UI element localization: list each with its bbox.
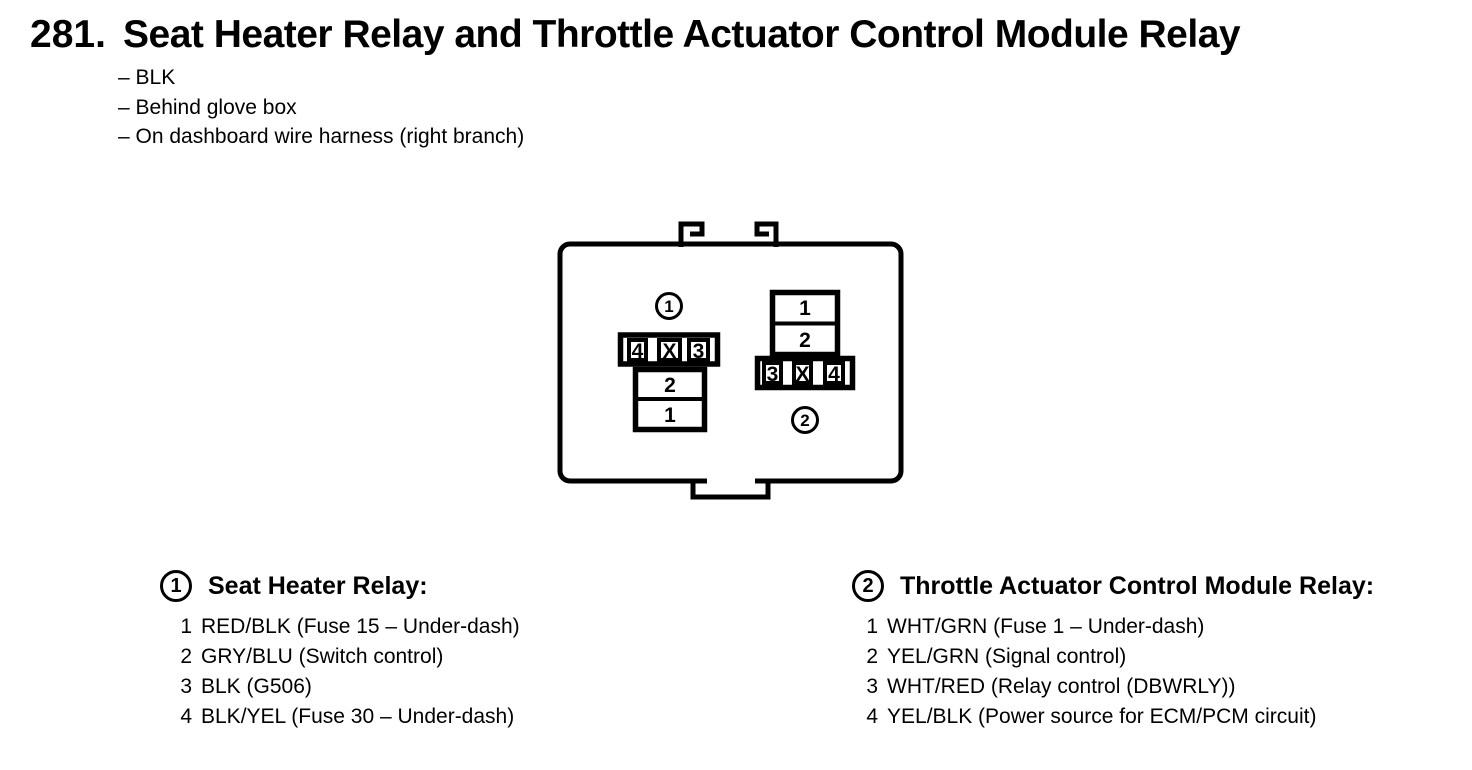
pin-number: 4 [180, 705, 192, 728]
connector1-pin4-cell [627, 338, 648, 362]
legend-item: 1 RED/BLK (Fuse 15 – Under-dash) [178, 612, 520, 642]
connector-diagram: 1 4 X 3 2 1 1 2 3 X 4 2 [557, 221, 904, 500]
pin-description: YEL/GRN (Signal control) [887, 645, 1127, 668]
pin-description: WHT/GRN (Fuse 1 – Under-dash) [887, 615, 1205, 638]
connector2-marker-label: 2 [800, 411, 809, 430]
pin-description: BLK/YEL (Fuse 30 – Under-dash) [201, 705, 515, 728]
mount-tab-bottom-gap [707, 475, 755, 487]
location-note: – On dashboard wire harness (right branc… [118, 125, 525, 148]
connector1-pin1-label: 1 [664, 404, 676, 427]
location-note: – BLK [118, 66, 176, 89]
connector2-pin2-label: 2 [799, 329, 811, 352]
pin-number: 1 [866, 615, 878, 638]
legend-title: Seat Heater Relay: [208, 571, 428, 600]
legend-item: 1 WHT/GRN (Fuse 1 – Under-dash) [864, 612, 1374, 642]
connector1-pin3-label: 3 [693, 340, 705, 363]
legend-item: 2 GRY/BLU (Switch control) [178, 642, 520, 672]
mount-tab-top-left [678, 221, 705, 247]
legend-items: 1 WHT/GRN (Fuse 1 – Under-dash) 2 YEL/GR… [864, 612, 1374, 732]
legend-item: 2 YEL/GRN (Signal control) [864, 642, 1374, 672]
connector1-pin2-label: 2 [664, 374, 676, 397]
location-note: – Behind glove box [118, 95, 297, 119]
connector1-marker-circle [655, 292, 683, 320]
connector1-pinX-cell [657, 338, 682, 362]
location-notes: – BLK – Behind glove box – On dashboard … [118, 63, 524, 152]
legend-seat-heater-relay: 1 Seat Heater Relay: 1 RED/BLK (Fuse 15 … [160, 570, 520, 732]
section-number: 281. [30, 13, 106, 56]
pin-description: GRY/BLU (Switch control) [201, 645, 444, 668]
connector1-pin3-cell [687, 338, 710, 362]
connector2-pinX-cell [792, 361, 813, 385]
pin-description: RED/BLK (Fuse 15 – Under-dash) [201, 615, 520, 638]
legend-item: 4 BLK/YEL (Fuse 30 – Under-dash) [178, 702, 520, 732]
legend-items: 1 RED/BLK (Fuse 15 – Under-dash) 2 GRY/B… [178, 612, 520, 732]
connector2-pin3-cell [762, 361, 783, 385]
legend-marker-2: 2 [852, 570, 884, 602]
legend-header: 1 Seat Heater Relay: [160, 570, 520, 602]
mount-tab-bottom [690, 480, 771, 500]
connector1-pinX-label: X [662, 340, 676, 363]
pin-number: 1 [180, 615, 192, 638]
pin-description: YEL/BLK (Power source for ECM/PCM circui… [887, 705, 1317, 728]
legend-marker-1: 1 [160, 570, 192, 602]
pin-number: 3 [866, 675, 878, 698]
pin-number: 2 [180, 645, 192, 668]
pin-description: BLK (G506) [201, 675, 312, 698]
page-title: Seat Heater Relay and Throttle Actuator … [123, 13, 1241, 56]
pin-description: WHT/RED (Relay control (DBWRLY)) [887, 675, 1236, 698]
legend-title: Throttle Actuator Control Module Relay: [900, 571, 1375, 600]
pin-number: 4 [866, 705, 878, 728]
legend-item: 3 WHT/RED (Relay control (DBWRLY)) [864, 672, 1374, 702]
connector2-pin1-label: 1 [799, 297, 811, 320]
connector2-pin4-cell [823, 361, 845, 385]
connector1-pin4-label: 4 [632, 340, 644, 363]
legend-item: 4 YEL/BLK (Power source for ECM/PCM circ… [864, 702, 1374, 732]
connector1-marker-label: 1 [664, 297, 673, 316]
legend-item: 3 BLK (G506) [178, 672, 520, 702]
connector2-pin3-label: 3 [767, 363, 779, 386]
pin-number: 3 [180, 675, 192, 698]
connector2-pinX-label: X [795, 363, 809, 386]
legend-header: 2 Throttle Actuator Control Module Relay… [852, 570, 1374, 602]
connector2-pin4-label: 4 [828, 363, 840, 386]
legend-throttle-actuator-relay: 2 Throttle Actuator Control Module Relay… [852, 570, 1374, 732]
mount-tab-top-right [754, 221, 779, 247]
connector2-marker-circle [791, 406, 819, 434]
pin-number: 2 [866, 645, 878, 668]
